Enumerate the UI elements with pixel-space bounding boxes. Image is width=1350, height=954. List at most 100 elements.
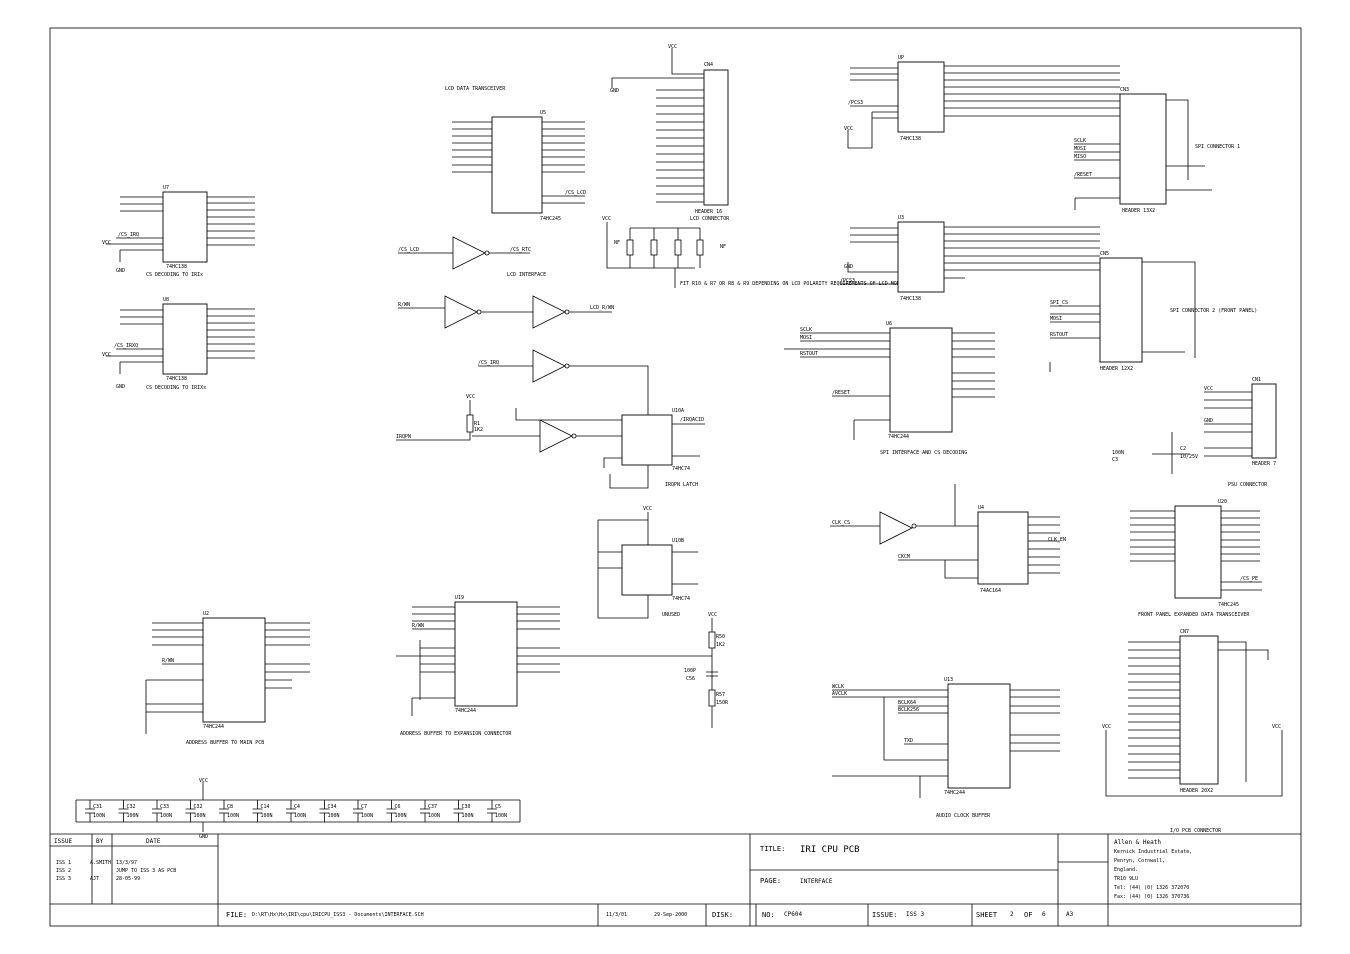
- decoupling-cap: C6 100N: [386, 800, 407, 822]
- u4-clk-en: CLK_EN: [1048, 537, 1066, 543]
- cn1-gnd: GND: [1204, 418, 1213, 424]
- u7-gnd: GND: [116, 268, 125, 274]
- u20-pe: /CS_PE: [1240, 576, 1258, 582]
- bank-vcc: VCC: [199, 778, 208, 784]
- u10a-ref: U10A: [672, 408, 684, 414]
- r57-val: 150R: [716, 700, 729, 706]
- u10a-part: 74HC74: [672, 466, 690, 472]
- chip-u4: U4 74AC164 CLK_CS CKCM CLK_EN: [830, 484, 1066, 594]
- u10a-vcc: VCC: [466, 394, 475, 400]
- gate-rw-in: R/WN: [398, 302, 410, 308]
- cap-ref: C30: [462, 804, 471, 810]
- nf-label-2: NF: [720, 244, 726, 250]
- up-vcc: VCC: [844, 126, 853, 132]
- page-value: INTERFACE: [800, 878, 833, 885]
- cap-ref: C37: [428, 804, 437, 810]
- u7-cs-label: /CS_IRQ: [118, 232, 139, 238]
- disk-label: DISK:: [712, 911, 733, 919]
- cap-ref: C6: [395, 804, 401, 810]
- cn3-caption: SPI CONNECTOR 1: [1195, 144, 1240, 150]
- u6-rstout: RSTOUT: [800, 351, 818, 357]
- cap-bank-items: C31100NC32100NC33100NC32100NC8100NC14100…: [85, 800, 507, 822]
- company-line: Allen & Heath: [1114, 839, 1161, 846]
- cap-ref: C14: [261, 804, 270, 810]
- issue-label: ISSUE:: [872, 911, 897, 919]
- u19-part: 74HC244: [455, 708, 476, 714]
- decoupling-cap: C34 100N: [319, 800, 340, 822]
- u2-rw: R/WN: [162, 658, 174, 664]
- u2-part: 74HC244: [203, 724, 224, 730]
- title-label: TITLE:: [760, 845, 785, 853]
- issue-header: ISSUE: [54, 838, 72, 845]
- u10b-caption: UNUSED: [662, 612, 680, 618]
- no-label: NO:: [762, 911, 775, 919]
- u4-clkcs: CLK_CS: [832, 520, 850, 526]
- cn7-part: HEADER 20X2: [1180, 788, 1213, 794]
- chip-u10a: U10A 74HC74 IRQPN LATCH VCC R1 1K2 IRQPN…: [396, 394, 705, 489]
- r1-val: 1K2: [474, 427, 483, 433]
- cn7-vcc-r: VCC: [1272, 724, 1281, 730]
- cap-ref: C32: [127, 804, 136, 810]
- lcd-interface-note: LCD INTERFACE: [507, 272, 546, 278]
- u4-ckcm: CKCM: [898, 554, 910, 560]
- u7-ref: U7: [163, 185, 169, 191]
- chip-u8: U8 74HC138 CS DECODING TO IRIXx /CS_IRXQ…: [102, 297, 255, 391]
- u4-part: 74AC164: [980, 588, 1001, 594]
- cap-value: 100N: [395, 813, 407, 819]
- u10a-caption: IRQPN LATCH: [665, 482, 698, 488]
- sheet-size: A3: [1066, 911, 1074, 918]
- chip-u10b: U10B 74HC74 UNUSED VCC: [597, 506, 698, 619]
- u19-rw: R/WN: [412, 623, 424, 629]
- u3-ref: U3: [898, 215, 904, 221]
- sheet-border: [49, 27, 1302, 927]
- connector-cn4: CN4 HEADER 16 LCD CONNECTOR VCC GND: [610, 44, 730, 222]
- lcd-res-vcc: VCC: [602, 216, 611, 222]
- u6-reset: /RESET: [832, 390, 850, 396]
- c2-ref: C2: [1180, 446, 1186, 452]
- u5-ref: U5: [540, 110, 546, 116]
- r1-ref: R1: [474, 421, 480, 427]
- cap-value: 100N: [428, 813, 440, 819]
- company-line: England.: [1114, 867, 1138, 873]
- cn4-part: HEADER 16: [695, 209, 722, 215]
- issue-date: 28-05-99: [116, 876, 140, 882]
- cap-ref: C31: [93, 804, 102, 810]
- u6-ref: U6: [886, 321, 892, 327]
- gate-lcd-out: /CS_RTC: [510, 247, 531, 253]
- gate-rw-out: LCD_R/WN: [590, 305, 614, 311]
- cn1-vcc: VCC: [1204, 386, 1213, 392]
- u13-ref: U13: [944, 677, 953, 683]
- u2-ref: U2: [203, 611, 209, 617]
- cn7-vcc-l: VCC: [1102, 724, 1111, 730]
- cn4-ref: CN4: [704, 62, 713, 68]
- connector-cn7: CN7 HEADER 20X2 I/O PCB CONNECTOR VCC VC…: [1102, 629, 1283, 834]
- u20-part: 74HC245: [1218, 602, 1239, 608]
- cap-value: 100N: [160, 813, 172, 819]
- irqpn-label: IRQPN: [396, 434, 411, 440]
- bank-gnd: GND: [199, 834, 208, 840]
- cap-value: 100N: [294, 813, 306, 819]
- company-line: Tel: (44) (0) 1326 372070: [1114, 885, 1189, 891]
- cn5-part: HEADER 12X2: [1100, 366, 1133, 372]
- file-label: FILE:: [226, 911, 247, 919]
- cap-ref: C34: [328, 804, 337, 810]
- cap-value: 100N: [462, 813, 474, 819]
- company-line: Kernick Industrial Estate,: [1114, 849, 1192, 855]
- file-date: 29-Sep-2000: [654, 912, 687, 918]
- u13-txd: TXD: [904, 738, 913, 744]
- r50-ref: R50: [716, 634, 725, 640]
- cap-ref: C32: [194, 804, 203, 810]
- issue-number: ISS 1: [56, 860, 71, 866]
- u10b-ref: U10B: [672, 538, 684, 544]
- issue-date: 13/3/97: [116, 860, 137, 866]
- cap-value: 100N: [361, 813, 373, 819]
- cap-value: 100N: [328, 813, 340, 819]
- of-label: OF: [1024, 911, 1032, 919]
- u6-caption: SPI INTERFACE AND CS DECODING: [880, 450, 967, 456]
